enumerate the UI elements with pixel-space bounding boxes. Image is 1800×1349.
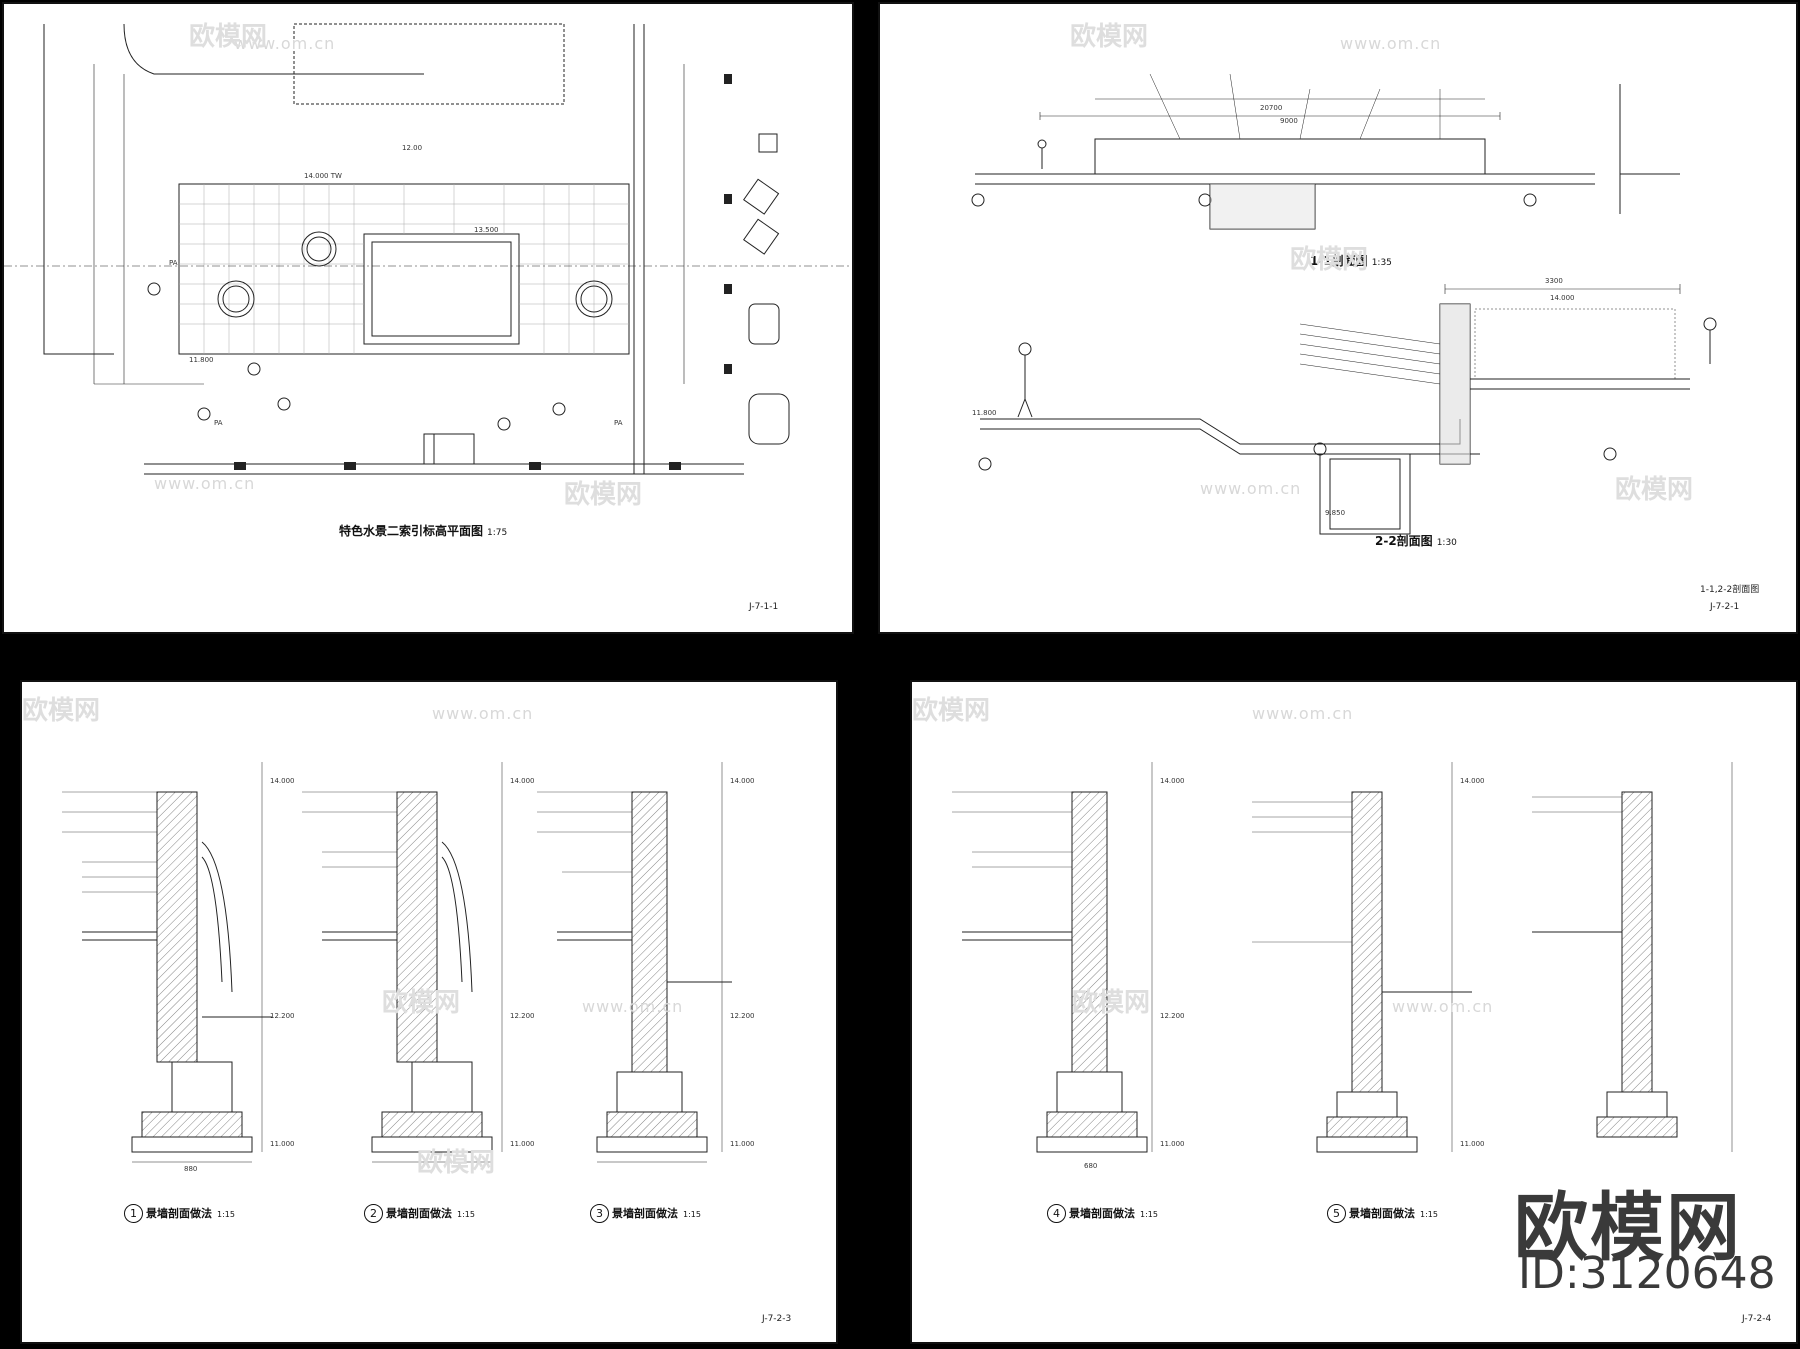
plan-elev-2: 13.500 xyxy=(474,226,499,234)
sheet3-code: J-7-2-3 xyxy=(762,1314,792,1324)
section-title-text: 景墙剖面做法 xyxy=(386,1207,452,1220)
sheet2-code: J-7-2-1 xyxy=(1710,602,1740,612)
watermark-site: www.om.cn xyxy=(1392,997,1494,1016)
section-title-text: 景墙剖面做法 xyxy=(612,1207,678,1220)
watermark-logo: 欧模网 xyxy=(382,988,461,1018)
section-title-scale: 1:15 xyxy=(1420,1210,1438,1219)
wall1-width: 880 xyxy=(184,1165,198,1173)
wall2-elev-top: 14.000 xyxy=(510,777,535,785)
sec-dim-3: 3300 xyxy=(1545,277,1563,285)
watermark-logo: 欧模网 xyxy=(564,480,643,510)
wall2-elev-mid: 12.200 xyxy=(510,1012,535,1020)
section-title-scale: 1:15 xyxy=(457,1210,475,1219)
section-number: 4 xyxy=(1047,1204,1066,1223)
sec-dim-2: 9000 xyxy=(1280,117,1298,125)
wall4-elev-base: 11.000 xyxy=(1160,1140,1185,1148)
section-drawing xyxy=(971,73,1717,535)
watermark-logo: 欧模网 xyxy=(1072,988,1151,1018)
plan-drawing xyxy=(4,23,852,475)
sheet-wall-sections-b: 14.000 12.200 11.000 680 14.000 11.000 4… xyxy=(910,680,1798,1344)
section1-title-text: 1-1剖面图 xyxy=(1310,254,1368,268)
wall-sections-b-drawing xyxy=(952,762,1733,1153)
wall2-elev-base: 11.000 xyxy=(510,1140,535,1148)
watermark-logo: 欧模网 xyxy=(1615,475,1694,505)
plan-label-pa-2: PA xyxy=(214,419,223,427)
sheet-sections: 20700 9000 3300 14.000 11.800 9.850 1-1剖… xyxy=(878,2,1798,634)
watermark-site: www.om.cn xyxy=(432,704,534,723)
section2-title-scale: 1:30 xyxy=(1436,538,1457,548)
wall3-elev-top: 14.000 xyxy=(730,777,755,785)
section-title-text: 景墙剖面做法 xyxy=(1349,1207,1415,1220)
watermark-site: www.om.cn xyxy=(154,474,256,493)
wall5-elev-base: 11.000 xyxy=(1460,1140,1485,1148)
watermark-logo: 欧模网 xyxy=(1290,245,1369,275)
section-title-text: 景墙剖面做法 xyxy=(1069,1207,1135,1220)
section-title-scale: 1:15 xyxy=(217,1210,235,1219)
watermark-site: www.om.cn xyxy=(1200,479,1302,498)
plan-elev-3: 14.000 TW xyxy=(304,172,342,180)
brand-id: ID:3120648 xyxy=(1518,1248,1776,1299)
sheet-wall-sections-a: 14.000 12.200 11.000 880 14.000 12.200 1… xyxy=(20,680,838,1344)
sheet4-code: J-7-2-4 xyxy=(1742,1314,1772,1324)
section-title-scale: 1:15 xyxy=(683,1210,701,1219)
section1-title-scale: 1:35 xyxy=(1371,258,1392,268)
plan-label-pa: PA xyxy=(169,259,178,267)
wall-sections-a-drawing xyxy=(62,762,732,1163)
watermark-site: www.om.cn xyxy=(582,997,684,1016)
section-number: 2 xyxy=(364,1204,383,1223)
sec-elev-2: 11.800 xyxy=(972,409,997,417)
wall1-elev-mid: 12.200 xyxy=(270,1012,295,1020)
sheet-plan: PA PA PA 11.800 13.500 14.000 TW 12.00 特… xyxy=(2,2,854,634)
section2-title-text: 2-2剖面图 xyxy=(1375,534,1433,548)
wall3-elev-mid: 12.200 xyxy=(730,1012,755,1020)
wall1-elev-top: 14.000 xyxy=(270,777,295,785)
sheet1-code: J-7-1-1 xyxy=(749,602,779,612)
plan-elev-1: 11.800 xyxy=(189,356,214,364)
plan-elev-4: 12.00 xyxy=(402,144,423,152)
wall3-elev-base: 11.000 xyxy=(730,1140,755,1148)
section-title-text: 景墙剖面做法 xyxy=(146,1207,212,1220)
wall4-elev-top: 14.000 xyxy=(1160,777,1185,785)
watermark-site: www.om.cn xyxy=(1252,704,1354,723)
wall4-width: 680 xyxy=(1084,1162,1098,1170)
section-number: 1 xyxy=(124,1204,143,1223)
wall1-elev-base: 11.000 xyxy=(270,1140,295,1148)
plan-title-scale: 1:75 xyxy=(487,528,508,538)
wall4-elev-mid: 12.200 xyxy=(1160,1012,1185,1020)
plan-title-text: 特色水景二索引标高平面图 xyxy=(339,524,484,538)
watermark-logo: 欧模网 xyxy=(189,22,268,52)
sec-elev-1: 14.000 xyxy=(1550,294,1575,302)
section-title-scale: 1:15 xyxy=(1140,1210,1158,1219)
section-number: 3 xyxy=(590,1204,609,1223)
brand-logo: 欧模网 xyxy=(1514,1185,1742,1271)
watermark-logo: 欧模网 xyxy=(912,696,991,726)
plan-label-pa-3: PA xyxy=(614,419,623,427)
sheet2-ref: 1-1,2-2剖面图 xyxy=(1700,585,1760,595)
watermark-logo: 欧模网 xyxy=(1070,22,1149,52)
watermark-logo: 欧模网 xyxy=(22,696,101,726)
sec-dim-1: 20700 xyxy=(1260,104,1283,112)
watermark-site: www.om.cn xyxy=(1340,34,1442,53)
wall5-elev-top: 14.000 xyxy=(1460,777,1485,785)
watermark-logo: 欧模网 xyxy=(417,1148,496,1178)
section-number: 5 xyxy=(1327,1204,1346,1223)
sec-elev-3: 9.850 xyxy=(1325,509,1346,517)
watermark-site: www.om.cn xyxy=(234,34,336,53)
